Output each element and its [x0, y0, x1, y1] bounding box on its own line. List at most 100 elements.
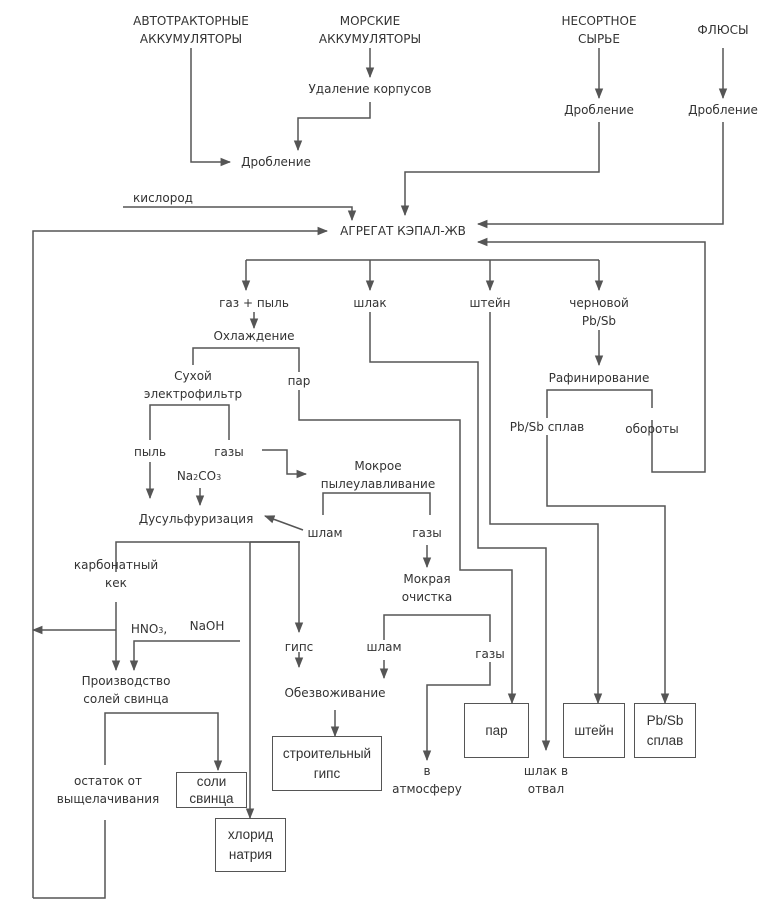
- line-gases-to-wet: [262, 449, 308, 479]
- step-wet-dust-collection: Мокрое пылеулавливание: [321, 457, 436, 493]
- label-line: АВТОТРАКТОРНЫЕ: [133, 14, 249, 28]
- line-gases-to-atmosphere: [422, 662, 491, 762]
- stream-slag: шлак: [353, 296, 387, 310]
- step-desulfurization: Дусульфуризация: [138, 512, 254, 526]
- chem-sub: 3: [216, 473, 222, 482]
- label-line: АККУМУЛЯТОРЫ: [139, 32, 243, 46]
- step-crushing-batteries: Дробление: [241, 155, 311, 169]
- line-raw-crushing-to-unit: [400, 122, 600, 217]
- step-dry-esp: Сухой электрофильтр: [144, 367, 242, 403]
- label-line: МОРСКИЕ: [339, 14, 401, 28]
- box-label: соли: [196, 774, 227, 789]
- output-box-steam: пар: [464, 703, 529, 758]
- line-to-gypsum: [250, 541, 304, 634]
- step-cooling: Охлаждение: [213, 329, 295, 343]
- stream-pbsb-alloy: Pb/Sb сплав: [509, 420, 585, 434]
- chem-comma: ,: [163, 622, 168, 636]
- output-box-pbsb-alloy: Pb/Sb сплав: [634, 703, 696, 758]
- line-desulf-bus: [115, 541, 300, 572]
- output-to-atmosphere: в атмосферу: [392, 762, 462, 798]
- line-steam-to-steam-box: [298, 390, 517, 705]
- line-wet-split: [322, 492, 431, 515]
- line-esp-split: [149, 404, 230, 440]
- stream-steam: пар: [287, 374, 311, 388]
- output-box-lead-salts: соли свинца: [176, 772, 247, 808]
- line-cooling-split: [192, 347, 300, 372]
- line-removal-to-crushing: [293, 102, 371, 152]
- stream-sludge-clean: шлам: [366, 640, 402, 654]
- stream-crude-pbsb: черновой Pb/Sb: [569, 294, 629, 330]
- label-line: солей свинца: [83, 692, 169, 706]
- line-wetclean-split: [383, 614, 491, 642]
- box-label: штейн: [574, 722, 614, 738]
- stream-gypsum: гипс: [284, 640, 314, 654]
- label-line: в: [423, 764, 431, 778]
- step-wet-cleaning: Мокрая очистка: [402, 570, 452, 606]
- output-box-building-gypsum: строительный гипс: [272, 736, 382, 791]
- box-label: натрия: [228, 847, 273, 862]
- step-crushing-raw: Дробление: [564, 103, 634, 117]
- line-production-split: [104, 712, 223, 772]
- label-line: кек: [105, 576, 127, 590]
- stream-carbonate-cake: карбонатный кек: [74, 556, 158, 592]
- source-marine-batteries: МОРСКИЕ АККУМУЛЯТОРЫ: [319, 12, 421, 48]
- stream-leach-residue: остаток от выщелачивания: [57, 772, 159, 808]
- label-line: атмосферу: [392, 782, 462, 796]
- chem-sub: 3: [158, 626, 164, 635]
- line-recycle-to-unit: [32, 226, 329, 898]
- line-refining-split: [546, 389, 653, 418]
- line-naoh-to-production: [129, 640, 240, 672]
- label-line: Pb/Sb: [581, 314, 617, 328]
- step-refining: Рафинирование: [548, 371, 650, 385]
- box-label: Pb/Sb: [646, 712, 684, 728]
- step-lead-salts-production: Производство солей свинца: [82, 672, 171, 708]
- label-line: Мокрое: [354, 459, 402, 473]
- line-alloy-to-alloy-box: [546, 435, 670, 705]
- label-line: Мокрая: [403, 572, 451, 586]
- label-line: остаток от: [73, 774, 142, 788]
- unit-kepal-zhv: АГРЕГАТ КЭПАЛ-ЖВ: [340, 224, 466, 238]
- chem-sub: 2: [193, 473, 199, 482]
- chem-hno: HNO: [130, 622, 159, 636]
- output-box-matte: штейн: [563, 703, 625, 758]
- line-matte-to-matte-box: [489, 312, 603, 705]
- source-auto-batteries: АВТОТРАКТОРНЫЕ АККУМУЛЯТОРЫ: [133, 12, 249, 48]
- line-sludge-to-desulf: [264, 515, 304, 531]
- line-flux-crushing-to-unit: [476, 122, 724, 229]
- box-label: свинца: [189, 791, 234, 806]
- input-oxygen: кислород: [133, 191, 193, 205]
- stream-dust: пыль: [133, 445, 167, 459]
- label-line: пылеулавливание: [320, 477, 436, 491]
- output-slag-dump: шлак в отвал: [524, 762, 568, 798]
- label-line: выщелачивания: [56, 792, 160, 806]
- stream-gases-clean: газы: [475, 647, 505, 661]
- label-line: отвал: [527, 782, 565, 796]
- label-line: карбонатный: [73, 558, 159, 572]
- label-line: АККУМУЛЯТОРЫ: [318, 32, 422, 46]
- stream-gases-esp: газы: [214, 445, 244, 459]
- line-oxygen-to-unit: [123, 206, 357, 222]
- step-crushing-flux: Дробление: [688, 103, 758, 117]
- line-residue-to-recycle: [33, 820, 106, 899]
- stream-sludge-wet: шлам: [307, 526, 343, 540]
- reagent-hno3: HNO3,: [131, 620, 167, 640]
- label-line: Производство: [81, 674, 171, 688]
- label-line: шлак в: [523, 764, 569, 778]
- reagent-naoh: NaOH: [189, 619, 225, 633]
- reagent-na2co3: Na2CO3: [177, 467, 221, 487]
- source-fluxes: ФЛЮСЫ: [697, 23, 749, 37]
- line-returns-to-unit: [476, 237, 706, 473]
- stream-matte: штейн: [469, 296, 511, 310]
- box-label: хлорид: [227, 827, 274, 842]
- source-unsorted-raw: НЕСОРТНОЕ СЫРЬЕ: [561, 12, 636, 48]
- line-auto-to-crushing: [190, 48, 232, 167]
- box-label: пар: [485, 722, 508, 738]
- output-box-sodium-chloride: хлорид натрия: [215, 818, 286, 872]
- chem-na: Na: [176, 469, 194, 483]
- stream-gas-dust: газ + пыль: [219, 296, 289, 310]
- label-line: СЫРЬЕ: [577, 32, 621, 46]
- step-dewatering: Обезвоживание: [284, 686, 386, 700]
- label-line: Сухой: [174, 369, 212, 383]
- stream-returns: обороты: [625, 422, 679, 436]
